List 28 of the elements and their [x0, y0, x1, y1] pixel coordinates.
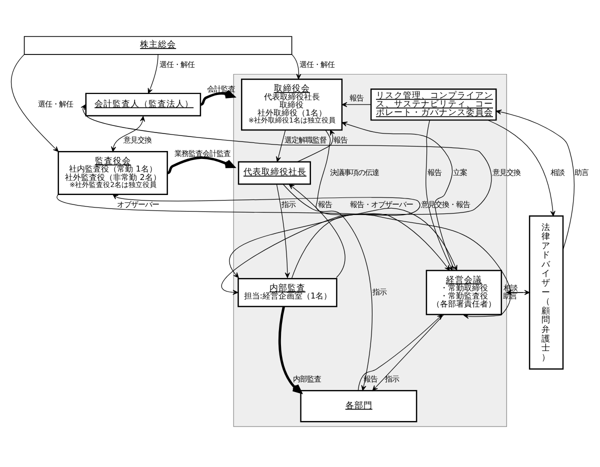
arrow	[316, 129, 450, 270]
arrow	[372, 314, 444, 390]
arrow	[276, 129, 286, 162]
arrow	[342, 121, 455, 270]
arrow	[111, 116, 146, 152]
arrow	[297, 129, 335, 162]
arrow	[276, 183, 290, 278]
arrow	[291, 54, 302, 79]
arrow	[288, 183, 346, 278]
node-box: リスク管理、コンプライアンス、サステナビリティ、コーポレート・ガバナンス委員会	[370, 88, 497, 120]
node-box: 代表取締役社長	[238, 160, 311, 184]
node-box: 会計監査人（監査法人）	[85, 92, 202, 116]
arrow	[148, 54, 158, 94]
arrow	[291, 207, 458, 278]
arrow	[426, 119, 453, 270]
arrow	[80, 104, 492, 294]
arrow	[278, 306, 302, 394]
node-box: 各部門	[300, 390, 418, 422]
arrow	[167, 156, 235, 174]
node-box: 株主総会	[24, 36, 292, 54]
arrow	[11, 54, 59, 152]
arrow	[496, 109, 574, 250]
arrow	[358, 314, 443, 390]
arrow	[282, 183, 372, 390]
arrow	[488, 119, 556, 216]
arrow	[112, 194, 420, 278]
node-box: 法律アドバイザー（顧問弁護士）	[528, 214, 564, 370]
arrow	[342, 102, 372, 107]
